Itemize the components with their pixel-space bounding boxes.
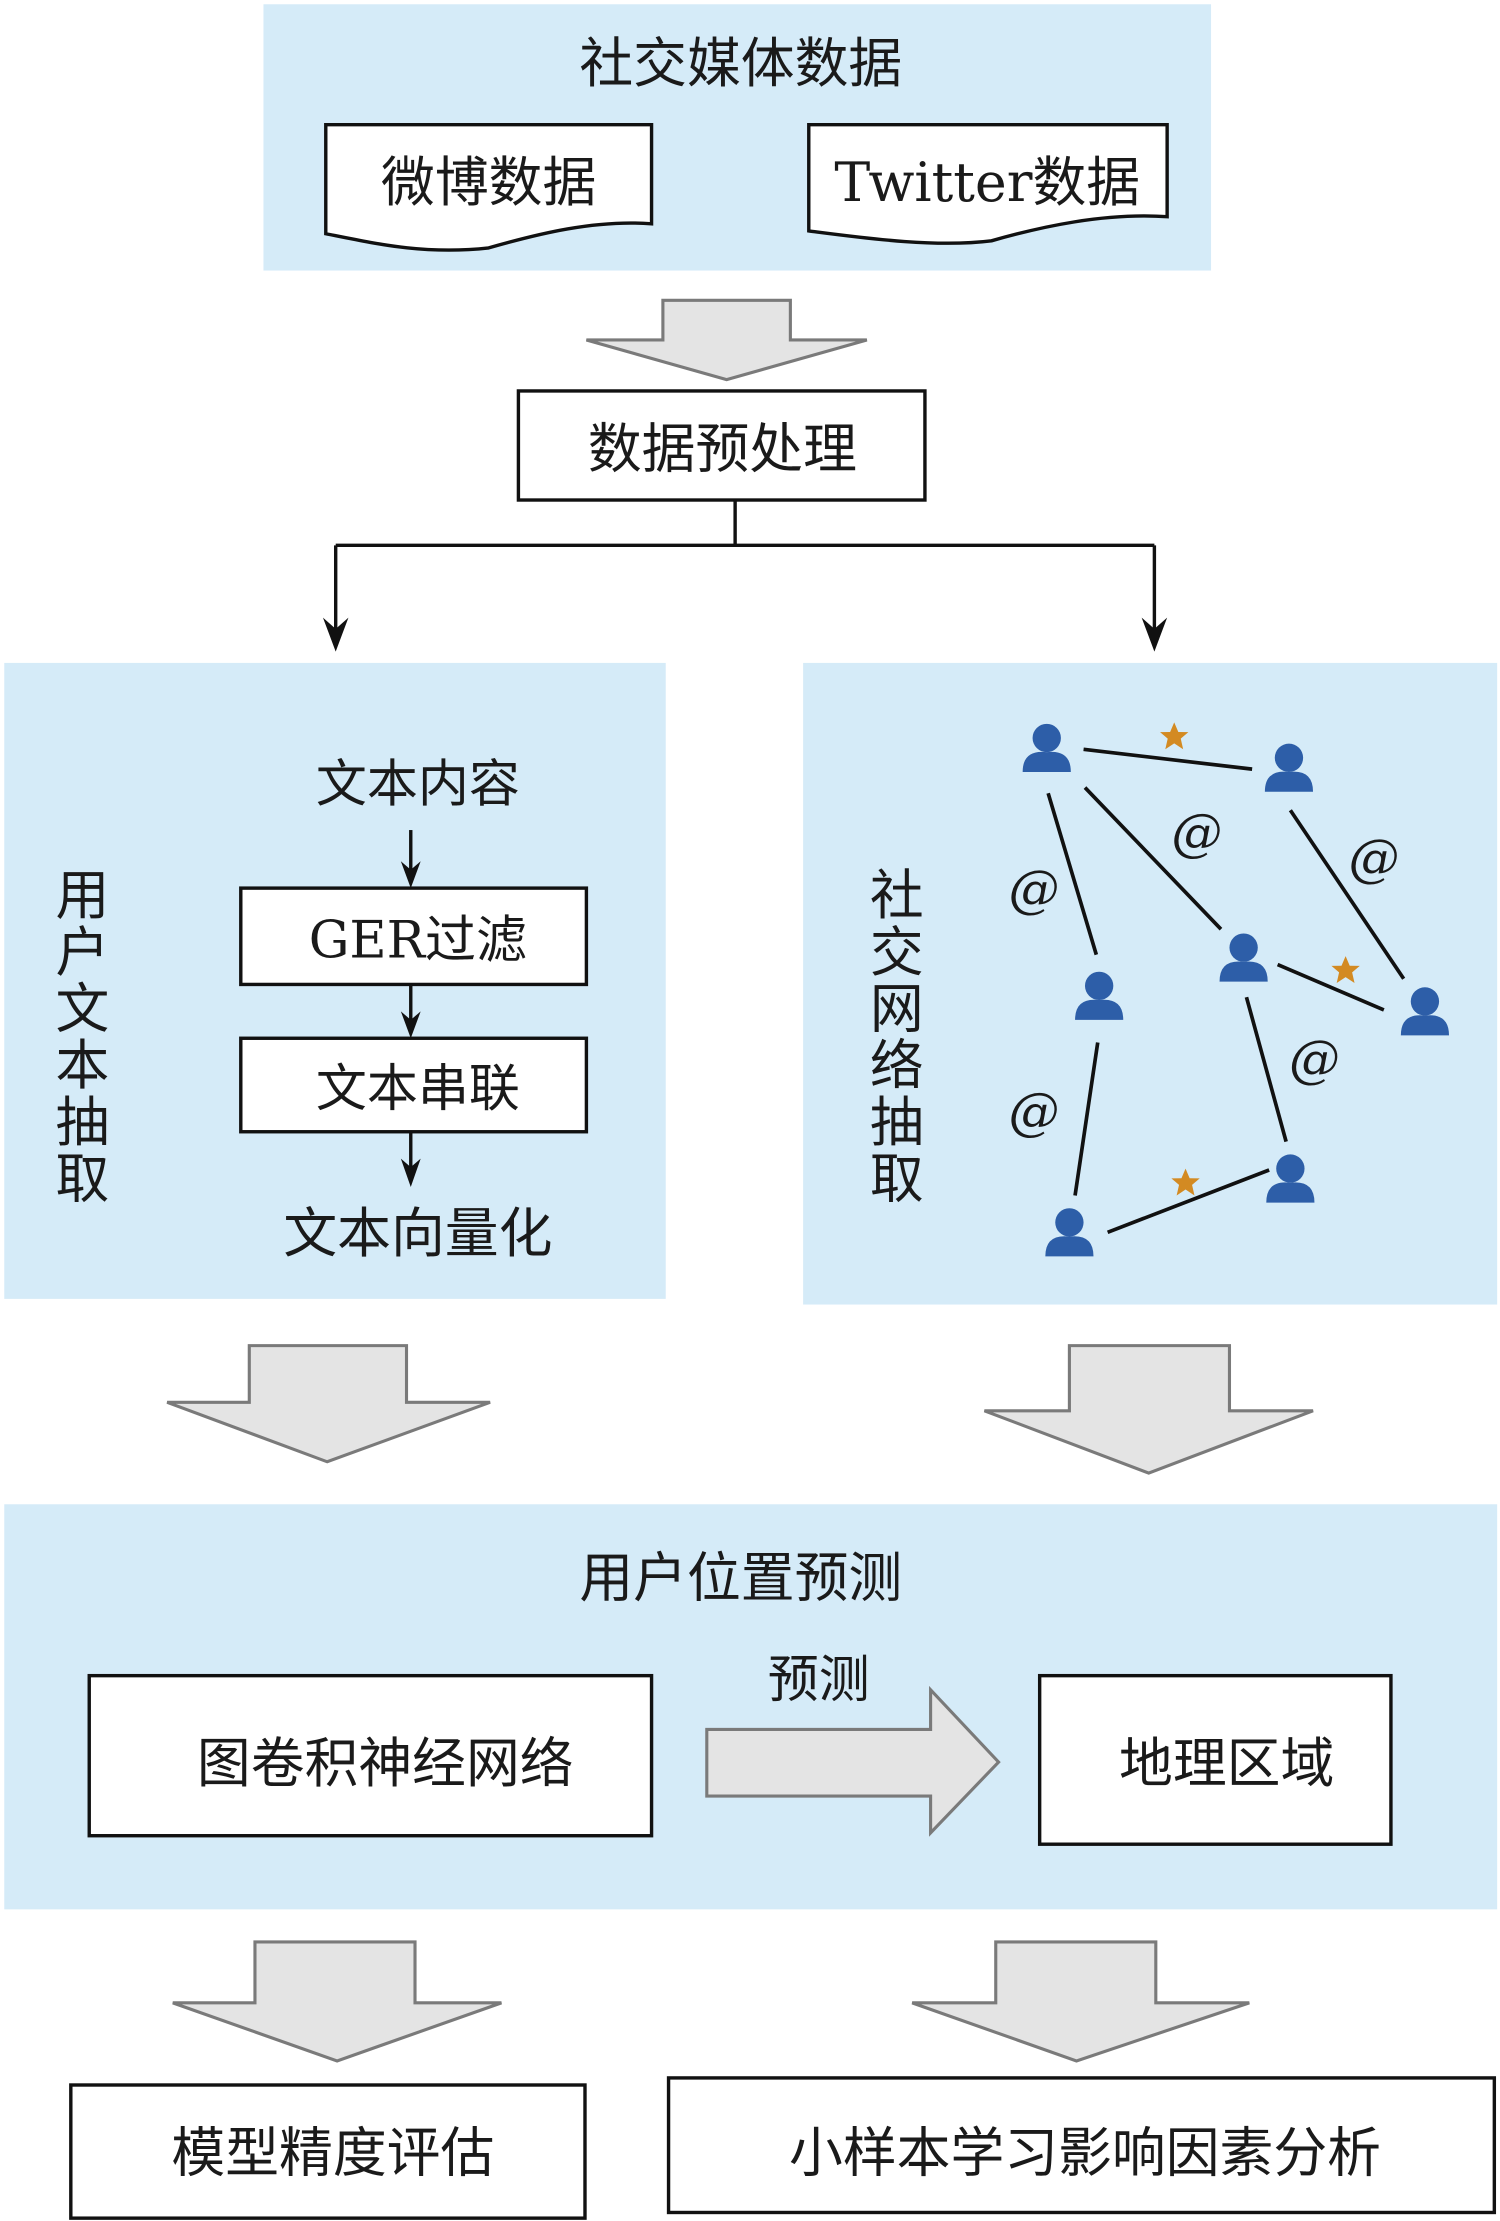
split-connector <box>322 500 1168 652</box>
arrowhead-icon <box>400 1011 421 1039</box>
arrowhead-icon <box>1141 617 1168 652</box>
mention-label: @ <box>1009 1083 1060 1142</box>
text-vectorize-label: 文本向量化 <box>283 1202 552 1265</box>
down-arrow-icon <box>983 1344 1314 1475</box>
network-extraction-panel: 社交网络抽取 @ @ @ @ @ <box>803 662 1498 1305</box>
text-concat-label: 文本串联 <box>316 1060 520 1119</box>
mention-label: @ <box>1009 861 1060 920</box>
edge <box>1276 962 1385 1012</box>
edge <box>1073 1042 1100 1196</box>
edge <box>1288 809 1406 980</box>
weibo-data-label: 微博数据 <box>381 151 596 214</box>
twitter-data-label: Twitter数据 <box>834 151 1140 214</box>
preprocess-box: 数据预处理 <box>516 389 927 502</box>
down-arrow-icon <box>911 1940 1250 2063</box>
text-content-label: 文本内容 <box>316 756 520 815</box>
network-extraction-title: 社交网络抽取 <box>861 867 924 1207</box>
network-edges <box>1046 747 1406 1235</box>
few-shot-analysis-label: 小样本学习影响因素分析 <box>789 2121 1381 2184</box>
model-accuracy-label: 模型精度评估 <box>171 2121 494 2184</box>
edge <box>1083 747 1253 771</box>
edge <box>1244 996 1288 1143</box>
text-extraction-title: 用户文本抽取 <box>46 867 109 1207</box>
down-arrow-icon <box>172 1940 502 2063</box>
social-media-data-panel: 社交媒体数据 微博数据 Twitter数据 <box>263 4 1212 271</box>
weibo-data-doc: 微博数据 <box>324 122 654 252</box>
text-extraction-panel: 用户文本抽取 文本内容 GER过滤 文本串联 文本向量化 <box>4 662 666 1299</box>
arrowhead-icon <box>400 1158 421 1187</box>
down-arrow-icon <box>166 1344 491 1464</box>
mention-label: @ <box>1171 804 1222 863</box>
gcn-label: 图卷积神经网络 <box>197 1732 574 1795</box>
geo-region-box: 地理区域 <box>1037 1673 1393 1846</box>
edge <box>1083 786 1223 931</box>
ger-filter-box: GER过滤 <box>239 886 589 987</box>
location-prediction-title: 用户位置预测 <box>579 1546 902 1609</box>
location-prediction-panel: 用户位置预测 图卷积神经网络 预测 地理区域 <box>4 1504 1498 1910</box>
arrowhead-icon <box>400 861 421 889</box>
few-shot-analysis-box: 小样本学习影响因素分析 <box>666 2076 1497 2215</box>
right-arrow-icon <box>705 1685 1001 1837</box>
edge <box>1106 1168 1270 1235</box>
ger-filter-label: GER过滤 <box>309 912 527 971</box>
edge <box>1046 792 1099 956</box>
mention-label: @ <box>1348 829 1399 888</box>
mention-label: @ <box>1289 1031 1340 1090</box>
arrowhead-icon <box>322 617 349 652</box>
gcn-box: 图卷积神经网络 <box>87 1673 654 1838</box>
predict-arrow-label: 预测 <box>768 1651 870 1710</box>
geo-region-label: 地理区域 <box>1119 1732 1334 1795</box>
model-accuracy-box: 模型精度评估 <box>69 2083 587 2220</box>
preprocess-label: 数据预处理 <box>588 417 857 480</box>
social-media-data-title: 社交媒体数据 <box>579 32 902 95</box>
text-concat-box: 文本串联 <box>239 1036 589 1134</box>
twitter-data-doc: Twitter数据 <box>807 122 1169 245</box>
down-arrow-icon <box>585 298 868 382</box>
